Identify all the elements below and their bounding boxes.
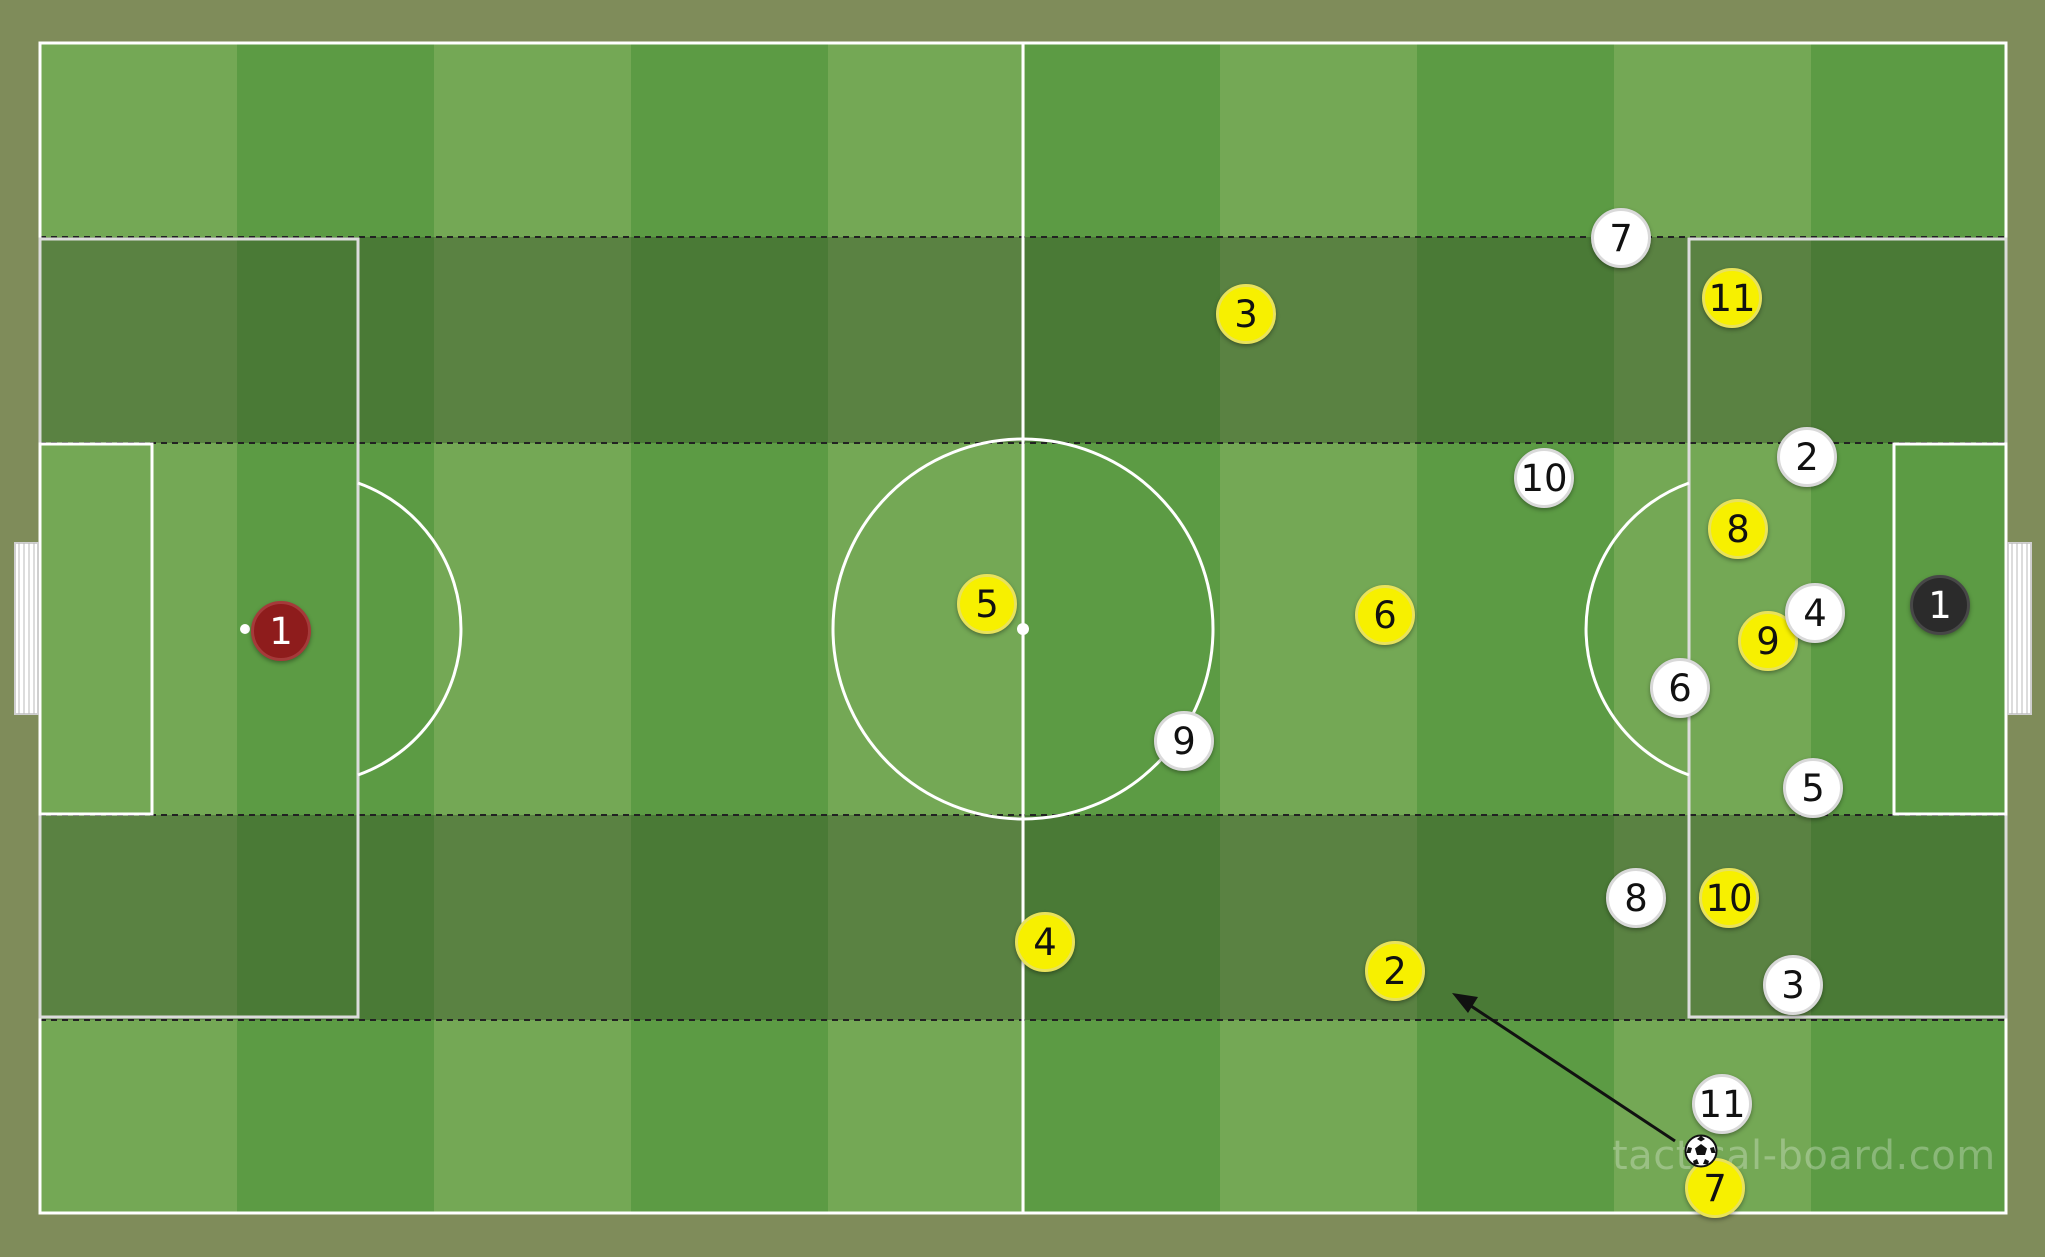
home-player-10[interactable]: 10 <box>1699 868 1759 928</box>
away-player-5[interactable]: 5 <box>1783 758 1843 818</box>
away-goalkeeper-1[interactable]: 1 <box>1910 575 1970 635</box>
home-goalkeeper-1[interactable]: 1 <box>251 601 311 661</box>
away-player-2[interactable]: 2 <box>1777 427 1837 487</box>
home-player-2[interactable]: 2 <box>1365 941 1425 1001</box>
home-player-11[interactable]: 11 <box>1702 268 1762 328</box>
away-player-11[interactable]: 11 <box>1692 1074 1752 1134</box>
football-icon[interactable] <box>1684 1134 1718 1168</box>
away-player-6[interactable]: 6 <box>1650 658 1710 718</box>
away-player-3[interactable]: 3 <box>1763 955 1823 1015</box>
watermark: tactical-board.com <box>1612 1133 1996 1179</box>
goal-left <box>14 542 39 715</box>
home-player-6[interactable]: 6 <box>1355 585 1415 645</box>
away-player-10[interactable]: 10 <box>1514 448 1574 508</box>
goal-right <box>2007 542 2032 715</box>
home-player-8[interactable]: 8 <box>1708 499 1768 559</box>
home-player-3[interactable]: 3 <box>1216 284 1276 344</box>
home-player-4[interactable]: 4 <box>1015 912 1075 972</box>
away-player-4[interactable]: 4 <box>1785 583 1845 643</box>
away-player-8[interactable]: 8 <box>1606 868 1666 928</box>
left-penalty-spot <box>240 624 250 634</box>
centre-spot <box>1017 623 1029 635</box>
home-player-5[interactable]: 5 <box>957 574 1017 634</box>
away-player-9[interactable]: 9 <box>1154 711 1214 771</box>
pass-arrow <box>1452 993 1676 1143</box>
away-player-7[interactable]: 7 <box>1591 208 1651 268</box>
